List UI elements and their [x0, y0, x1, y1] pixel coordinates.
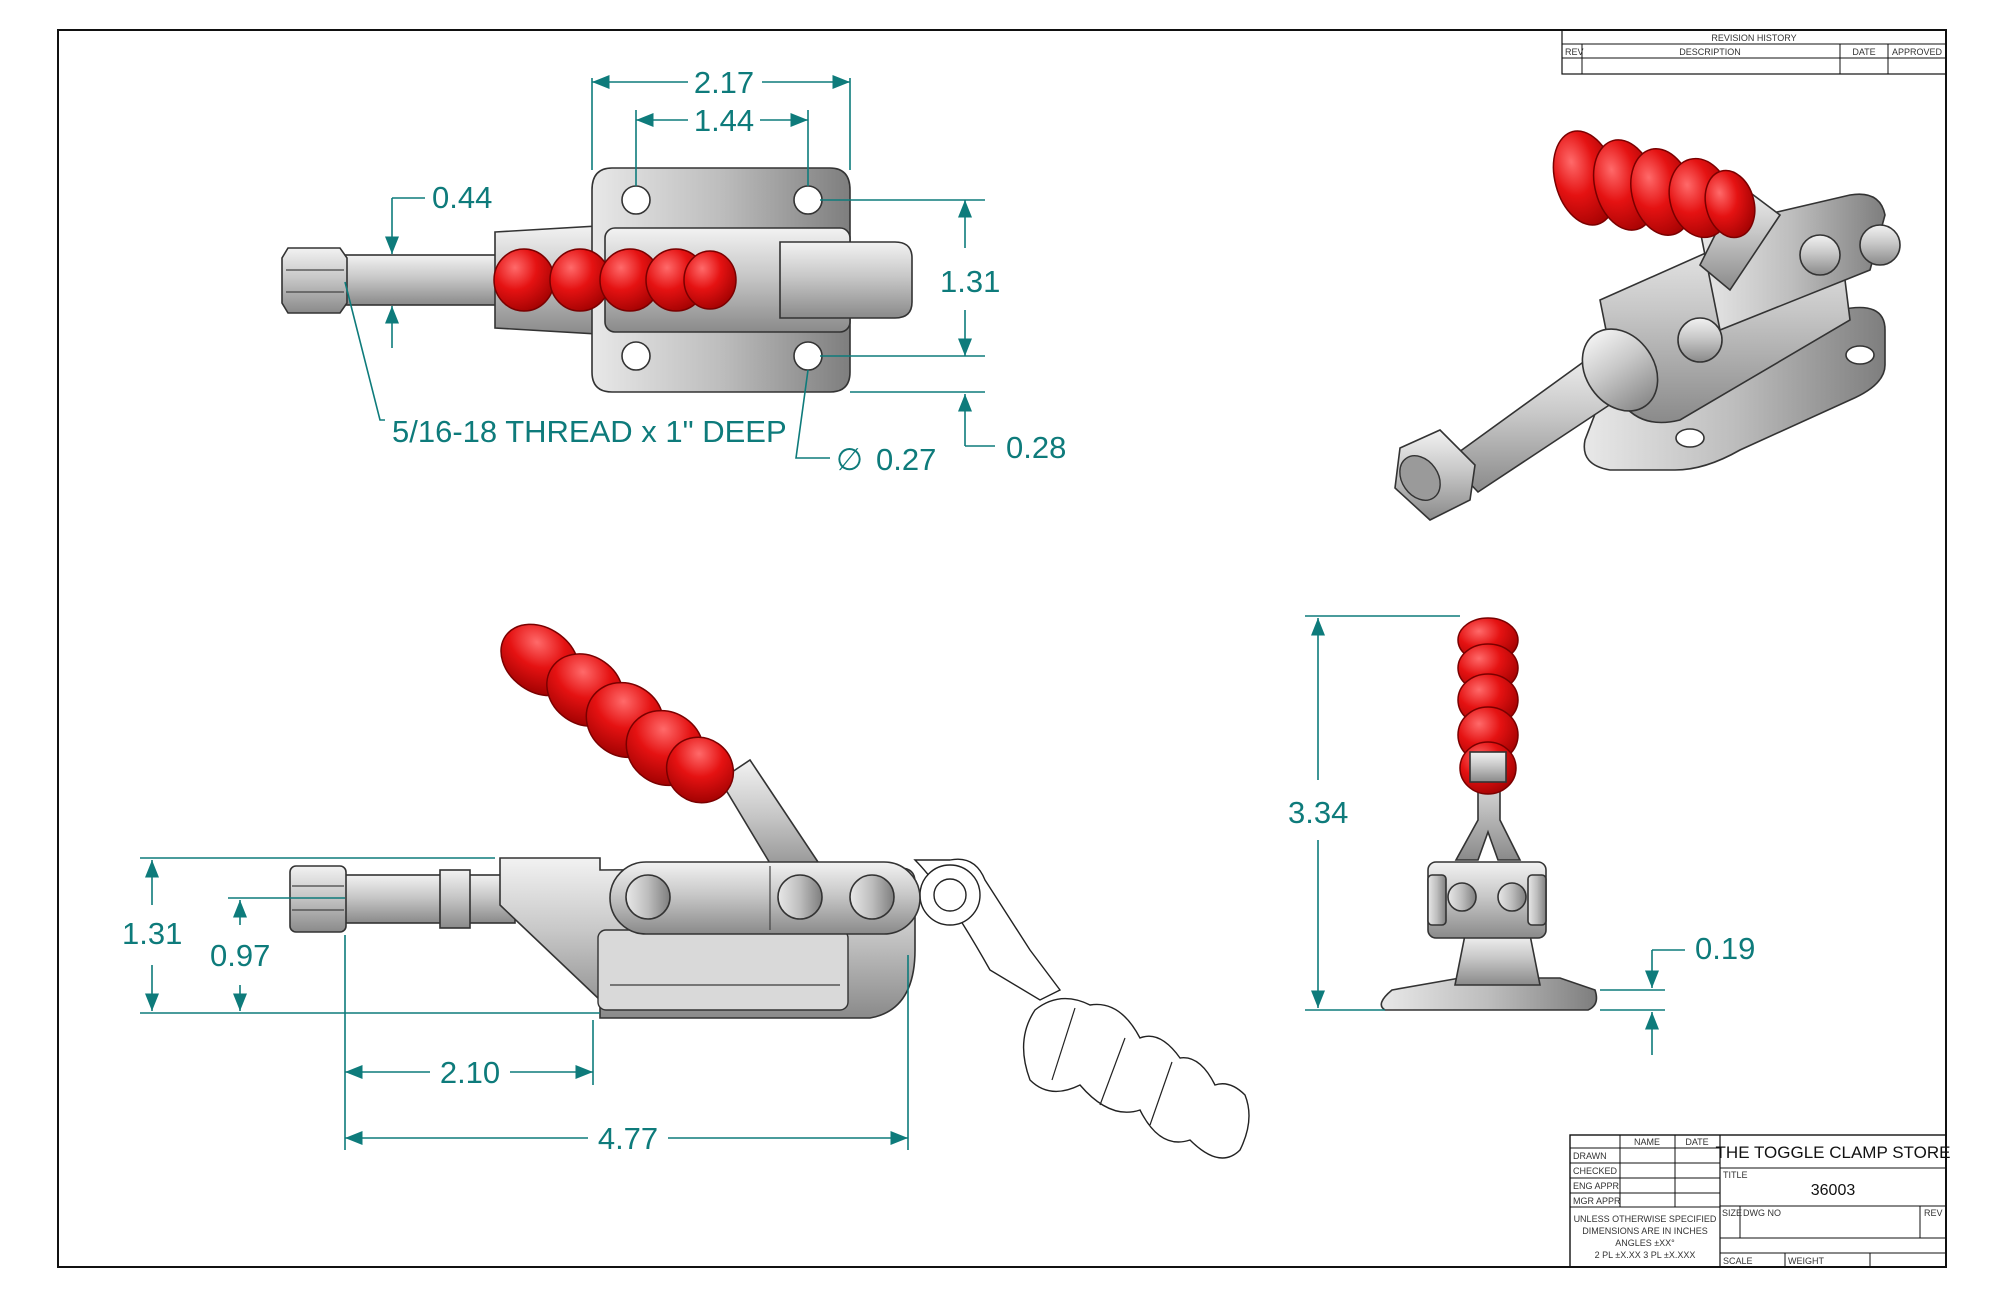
revision-approved-header: APPROVED: [1892, 47, 1943, 57]
title-row-drawn: DRAWN: [1573, 1151, 1607, 1161]
mounting-hole: [793, 341, 823, 371]
title-label: TITLE: [1723, 1170, 1748, 1180]
red-grip: [493, 248, 737, 312]
tolerance-note: ANGLES ±XX°: [1615, 1238, 1675, 1248]
side-view: 1.31 0.97 2.10 4.77: [122, 623, 1250, 1159]
top-view: 2.17 1.44 0.44 1.31 5/16-18 THREAD x 1" …: [281, 65, 1066, 477]
dim-plunger-dia: 0.44: [432, 180, 492, 215]
title-row-eng-appr: ENG APPR: [1573, 1181, 1620, 1191]
end-view: 3.34 0.19: [1288, 615, 1755, 1055]
company-name: THE TOGGLE CLAMP STORE: [1716, 1143, 1951, 1162]
tolerance-note: UNLESS OTHERWISE SPECIFIED: [1574, 1214, 1717, 1224]
mounting-hole: [621, 341, 651, 371]
title-row-mgr-appr: MGR APPR: [1573, 1196, 1621, 1206]
dim-overall-length: 4.77: [598, 1121, 658, 1156]
dim-end-height: 3.34: [1288, 795, 1348, 830]
dim-plunger-travel: 2.10: [440, 1055, 500, 1090]
scale-label: SCALE: [1723, 1256, 1753, 1266]
title-col-name: NAME: [1634, 1137, 1660, 1147]
mounting-hole: [621, 185, 651, 215]
dim-center-height: 0.97: [210, 938, 270, 973]
side-hex-nut: [289, 865, 347, 933]
part-number: 36003: [1811, 1182, 1856, 1199]
title-row-checked: CHECKED: [1573, 1166, 1618, 1176]
side-red-grip: [500, 623, 735, 804]
dim-hole-rows: 1.31: [940, 264, 1000, 299]
hex-nut: [281, 247, 348, 314]
dim-side-height: 1.31: [122, 916, 182, 951]
isometric-red-grip: [1552, 130, 1756, 239]
sheet-border: [57, 29, 1947, 1268]
title-col-date: DATE: [1685, 1137, 1708, 1147]
size-label: SIZE: [1722, 1208, 1742, 1218]
weight-label: WEIGHT: [1788, 1256, 1824, 1266]
end-red-grip: [1457, 617, 1519, 795]
plunger-rod: [344, 254, 506, 306]
mounting-hole: [793, 185, 823, 215]
dim-base-thickness: 0.19: [1695, 931, 1755, 966]
dwg-no-label: DWG NO: [1743, 1208, 1781, 1218]
dim-hole-dia: 0.27: [876, 442, 936, 477]
title-block: NAME DATE DRAWN CHECKED ENG APPR MGR APP…: [1569, 1134, 1951, 1268]
revision-description-header: DESCRIPTION: [1679, 47, 1741, 57]
revision-date-header: DATE: [1852, 47, 1875, 57]
isometric-view: [1394, 130, 1901, 521]
dim-base-edge: 0.28: [1006, 430, 1066, 465]
thread-note: 5/16-18 THREAD x 1" DEEP: [392, 414, 787, 449]
tolerance-note: DIMENSIONS ARE IN INCHES: [1582, 1226, 1708, 1236]
hole-dia-symbol: ∅: [836, 442, 863, 477]
ghost-handle: [913, 858, 1250, 1159]
link-bar: [609, 861, 921, 935]
rev-label: REV: [1924, 1208, 1943, 1218]
dim-hole-spacing: 1.44: [694, 103, 754, 138]
dim-overall-width: 2.17: [694, 65, 754, 100]
tolerance-note: 2 PL ±X.XX 3 PL ±X.XXX: [1595, 1250, 1696, 1260]
revision-history-block: REVISION HISTORY REV DESCRIPTION DATE AP…: [1561, 29, 1947, 75]
revision-rev-header: REV: [1565, 47, 1584, 57]
revision-history-title: REVISION HISTORY: [1711, 33, 1796, 43]
